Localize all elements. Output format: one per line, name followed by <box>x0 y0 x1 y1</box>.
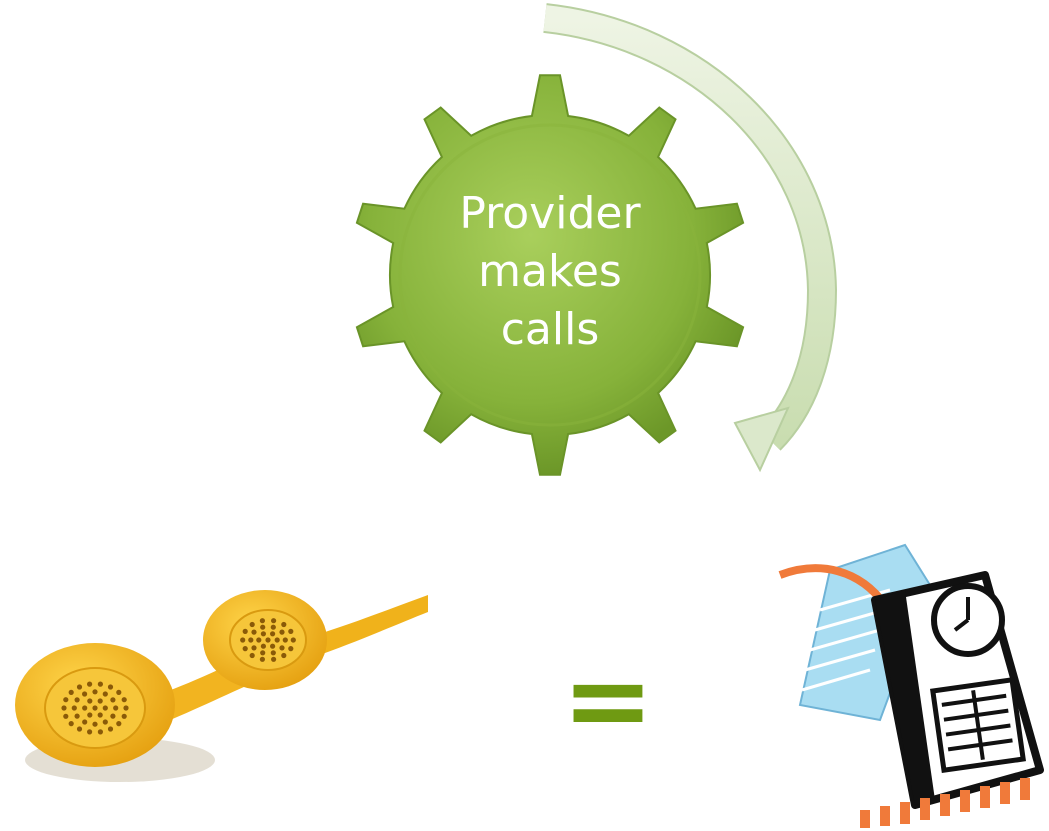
time-clock-icon <box>778 543 1044 828</box>
handset-hole <box>102 705 108 711</box>
handset-hole <box>260 643 266 649</box>
handset-hole <box>249 621 255 628</box>
handset-hole <box>87 712 93 718</box>
handset-hole <box>256 637 262 643</box>
handset-hole <box>71 705 77 711</box>
gear-shape <box>355 74 745 476</box>
handset-hole <box>113 705 119 711</box>
handset-hole <box>251 629 257 635</box>
handset-hole <box>259 656 265 662</box>
gear-label-line-2: makes <box>478 246 622 297</box>
handset-hole <box>265 637 271 643</box>
handset-hole <box>110 697 116 703</box>
handset-hole <box>288 628 294 635</box>
handset-hole <box>270 631 276 637</box>
handset-hole <box>74 697 80 703</box>
handset-hole <box>249 652 255 659</box>
handset-hole <box>270 643 276 649</box>
handset-hole <box>68 721 74 727</box>
handset-hole <box>116 721 122 727</box>
handset-hole <box>290 637 296 643</box>
handset-hole <box>61 705 67 711</box>
handset-hole <box>97 729 103 735</box>
handset-hole <box>121 713 127 719</box>
svg-text:=: = <box>562 636 654 764</box>
telephone-handset-icon <box>15 590 428 782</box>
handset-hole <box>260 631 266 637</box>
handset-hole <box>270 650 276 656</box>
handset-hole <box>76 726 83 732</box>
handset-hole <box>271 656 277 662</box>
handset-hole <box>242 646 248 652</box>
handset-hole <box>107 726 114 732</box>
handset-hole <box>97 712 103 718</box>
handset-hole <box>92 689 98 695</box>
handset-hole <box>260 650 266 656</box>
handset-hole <box>281 621 287 628</box>
handset-hole <box>279 629 285 635</box>
handset-hole <box>282 637 288 643</box>
handset-hole <box>76 684 83 690</box>
handset-hole <box>110 713 116 719</box>
handset-hole <box>279 645 285 651</box>
handset-hole <box>270 624 276 630</box>
handset-hole <box>102 719 108 725</box>
handset-hole <box>259 618 265 624</box>
handset-hole <box>260 624 266 630</box>
cycle-arrow <box>543 3 838 473</box>
handset-hole <box>288 646 294 652</box>
handset-hole <box>102 691 108 697</box>
handset-hole <box>281 652 287 659</box>
gear-label-line-1: Provider <box>459 188 641 239</box>
equals-sign: = <box>562 636 654 764</box>
handset-hole <box>274 637 280 643</box>
handset-hole <box>107 684 114 690</box>
handset-hole <box>92 705 98 711</box>
handset-hole <box>242 628 248 635</box>
gear-label-line-3: calls <box>500 304 600 355</box>
handset-hole <box>68 689 74 696</box>
handset-hole <box>251 645 257 651</box>
handset-hole <box>121 697 127 703</box>
handset-hole <box>87 698 93 704</box>
handset-hole <box>92 721 98 727</box>
handset-hole <box>248 637 254 643</box>
handset-hole <box>87 729 93 735</box>
gear-label: Provider makes calls <box>440 185 660 359</box>
handset-hole <box>240 637 246 643</box>
handset-hole <box>97 698 103 704</box>
handset-hole <box>82 719 88 725</box>
handset-hole <box>116 689 122 696</box>
handset-hole <box>123 705 129 711</box>
handset-hole <box>271 618 277 624</box>
handset-hole <box>63 697 69 703</box>
handset-hole <box>82 691 88 697</box>
handset-hole <box>97 681 103 687</box>
handset-hole <box>74 713 80 719</box>
handset-hole <box>63 713 69 719</box>
handset-hole <box>87 681 93 687</box>
handset-hole <box>82 705 88 711</box>
